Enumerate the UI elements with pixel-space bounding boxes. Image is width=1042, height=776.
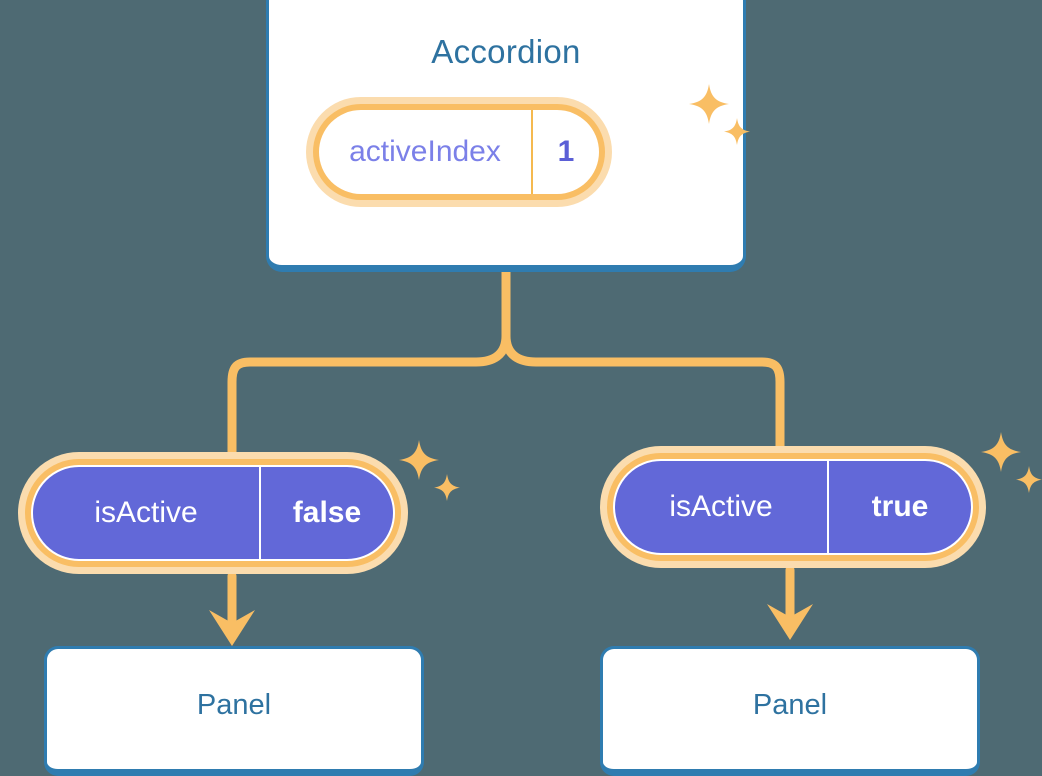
pill-key-label: isActive bbox=[669, 490, 773, 523]
pill-orange-ring: isActive true bbox=[607, 453, 979, 561]
pill-glow-ring: isActive true bbox=[600, 446, 986, 568]
prop-pill-is-active-left[interactable]: isActive false bbox=[18, 452, 408, 574]
pill-value-label: true bbox=[871, 490, 929, 523]
arrow-down-icon-left bbox=[209, 610, 255, 646]
panel-node-card-right[interactable]: Panel bbox=[600, 646, 980, 776]
pill-divider bbox=[531, 110, 533, 194]
pill-value-label: 1 bbox=[557, 135, 575, 168]
pill-key-label: isActive bbox=[94, 496, 198, 529]
pill-glow-ring: isActive false bbox=[18, 452, 408, 574]
pill-glow-ring: activeIndex 1 bbox=[306, 97, 612, 207]
pill-body: isActive true bbox=[613, 459, 973, 555]
prop-pill-is-active-right[interactable]: isActive true bbox=[600, 446, 986, 568]
pill-key-label: activeIndex bbox=[349, 135, 501, 168]
connector-branch-left bbox=[227, 331, 511, 461]
accordion-title: Accordion bbox=[431, 33, 581, 70]
state-pill-active-index[interactable]: activeIndex 1 bbox=[306, 97, 612, 207]
pill-value-label: false bbox=[292, 496, 362, 529]
pill-orange-ring: isActive false bbox=[25, 459, 401, 567]
pill-divider bbox=[827, 461, 829, 553]
pill-body: isActive false bbox=[31, 465, 395, 561]
panel-node-card-left[interactable]: Panel bbox=[44, 646, 424, 776]
pill-orange-ring: activeIndex 1 bbox=[313, 104, 605, 200]
panel-title-left: Panel bbox=[196, 689, 272, 721]
connector-branch-right bbox=[501, 331, 785, 455]
arrow-down-icon-right bbox=[767, 604, 813, 640]
panel-title-right: Panel bbox=[752, 689, 828, 721]
pill-divider bbox=[259, 467, 261, 559]
pill-body: activeIndex 1 bbox=[319, 110, 599, 194]
